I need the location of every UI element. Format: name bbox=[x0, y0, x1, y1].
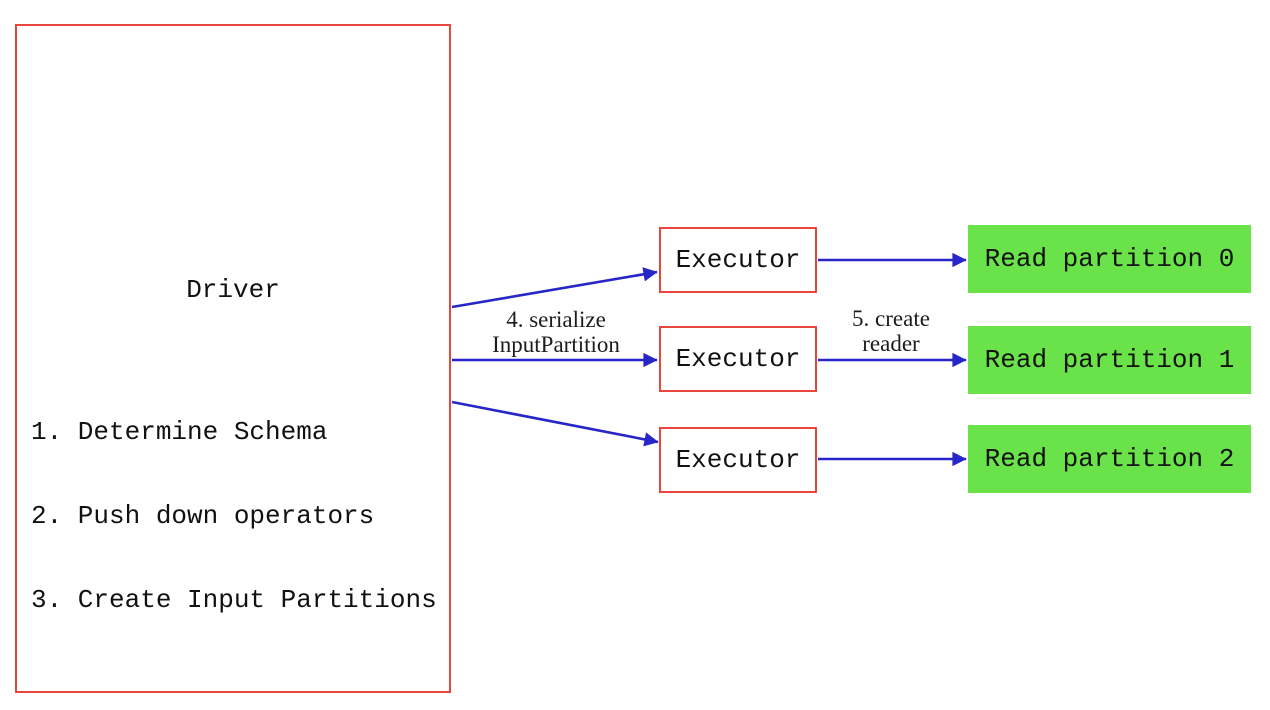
executor-box-0: Executor bbox=[659, 227, 817, 293]
arrow-driver-to-executor-2 bbox=[451, 400, 659, 447]
edge-label-create-reader: 5. create reader bbox=[852, 306, 930, 356]
partition-box-0: Read partition 0 bbox=[968, 225, 1251, 293]
executor-box-1: Executor bbox=[659, 326, 817, 392]
driver-step-3: 3. Create Input Partitions bbox=[31, 585, 437, 615]
driver-step-1: 1. Determine Schema bbox=[31, 417, 328, 447]
executor-label-2: Executor bbox=[675, 445, 801, 475]
edge-label-serialize-line1: 4. serialize bbox=[506, 307, 606, 332]
edge-label-serialize-input-partition: 4. serialize InputPartition bbox=[492, 307, 620, 357]
driver-title: Driver bbox=[186, 275, 280, 305]
executor-label-1: Executor bbox=[675, 344, 801, 374]
edge-label-create-reader-line2: reader bbox=[862, 331, 920, 356]
partition-label-2: Read partition 2 bbox=[984, 444, 1235, 474]
executor-label-0: Executor bbox=[675, 245, 801, 275]
driver-step-2: 2. Push down operators bbox=[31, 501, 375, 531]
driver-steps: 1. Determine Schema 2. Push down operato… bbox=[31, 362, 437, 670]
edge-label-create-reader-line1: 5. create bbox=[852, 306, 930, 331]
arrow-driver-to-executor-0 bbox=[451, 267, 658, 309]
partition-label-0: Read partition 0 bbox=[984, 244, 1235, 274]
executor-box-2: Executor bbox=[659, 427, 817, 493]
partition-label-1: Read partition 1 bbox=[984, 345, 1235, 375]
driver-box: Driver 1. Determine Schema 2. Push down … bbox=[15, 24, 451, 693]
partition-box-1: Read partition 1 bbox=[968, 326, 1251, 394]
edge-label-serialize-line2: InputPartition bbox=[492, 332, 620, 357]
partition-box-2: Read partition 2 bbox=[968, 425, 1251, 493]
